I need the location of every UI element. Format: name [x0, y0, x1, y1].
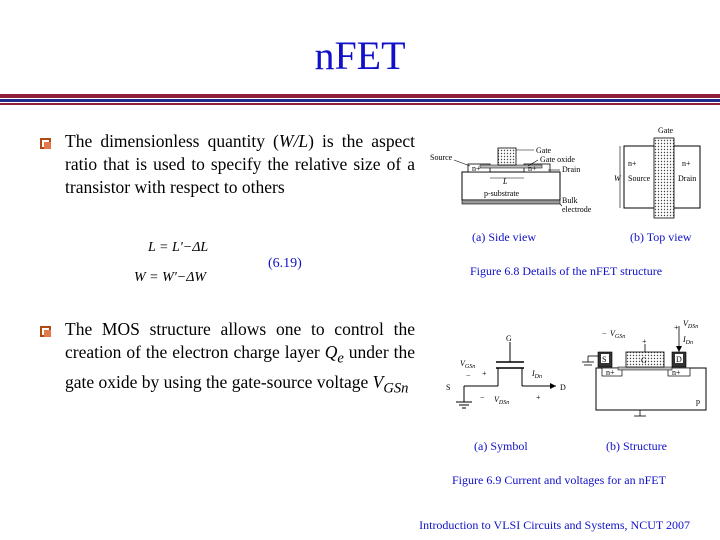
bullet-square-icon [40, 138, 51, 149]
label-symbol-s: S [446, 383, 450, 392]
label-structure-s: S [602, 355, 606, 364]
label-structure-vgs-minus: − [602, 329, 607, 338]
caption-top-view: (b) Top view [630, 230, 692, 244]
figure-6-8-caption: Figure 6.8 Details of the nFET structure [470, 264, 663, 278]
label-n-right: n+ [528, 164, 537, 173]
label-structure-n-left: n+ [606, 368, 615, 377]
label-symbol-vds-minus: − [480, 393, 485, 402]
label-structure-vds: VDSn [683, 319, 698, 330]
label-length: L [502, 177, 508, 186]
label-structure-vgs: VGSn [610, 329, 625, 340]
label-symbol-minus: − [466, 371, 471, 380]
label-structure-vgs-plus: + [642, 337, 647, 346]
header-rule-middle [0, 99, 720, 102]
label-bulk: Bulk [562, 196, 578, 205]
label-gate-top: Gate [658, 126, 674, 135]
nfet-side-view-diagram: Source Gate Gate oxide Drain n+ n+ L p-s… [430, 146, 592, 214]
equation-length: L = L'−ΔL [148, 240, 209, 255]
header-rule-bottom [0, 103, 720, 105]
label-structure-n-right: n+ [672, 368, 681, 377]
bullet-mos-structure: The MOS structure allows one to control … [40, 318, 415, 400]
label-symbol-plus: + [482, 369, 487, 378]
label-symbol-vds-plus: + [536, 393, 541, 402]
nfet-top-view-diagram: Gate n+ n+ Source Drain W [614, 126, 701, 219]
caption-structure: (b) Structure [606, 439, 667, 453]
label-electrode: electrode [562, 205, 592, 214]
label-n-left-top: n+ [628, 159, 637, 168]
label-source: Source [430, 153, 453, 162]
caption-symbol: (a) Symbol [474, 439, 528, 453]
label-symbol-d: D [560, 383, 566, 392]
label-substrate: p-substrate [484, 189, 520, 198]
nfet-structure-diagram: − VGSn + + VDSn IDn S G D n+ n+ p [582, 319, 707, 417]
bullet-square-icon [40, 326, 51, 337]
header-rule-top [0, 94, 720, 98]
label-structure-d: D [676, 355, 682, 364]
label-source-top: Source [628, 174, 651, 183]
label-gate: Gate [536, 146, 552, 155]
label-structure-p: p [696, 397, 700, 406]
label-width: W [614, 174, 622, 183]
label-symbol-vgs: VGSn [460, 359, 475, 370]
label-drain-top: Drain [678, 174, 696, 183]
label-n-left: n+ [472, 164, 481, 173]
label-symbol-vds: VDSn [494, 395, 509, 406]
label-n-right-top: n+ [682, 159, 691, 168]
label-structure-vds-plus: + [674, 323, 679, 332]
label-drain: Drain [562, 165, 580, 174]
label-structure-g: G [641, 356, 647, 365]
equation-number: (6.19) [268, 256, 302, 271]
label-structure-ids: IDn [682, 335, 693, 346]
caption-side-view: (a) Side view [472, 230, 536, 244]
label-symbol-ids: IDn [531, 369, 542, 380]
bullet-aspect-ratio: The dimensionless quantity (W/L) is the … [40, 130, 415, 199]
equation-width: W = W'−ΔW [134, 270, 207, 285]
bullet-text: The dimensionless quantity (W/L) is the … [65, 131, 415, 197]
label-gate-oxide: Gate oxide [540, 155, 575, 164]
figure-6-9-caption: Figure 6.9 Current and voltages for an n… [452, 473, 666, 487]
footer-text: Introduction to VLSI Circuits and System… [419, 518, 690, 532]
nfet-symbol-diagram: G S D VGSn + − IDn VDSn − + [446, 334, 566, 409]
slide-title: nFET [314, 33, 406, 78]
bullet-text: The MOS structure allows one to control … [65, 319, 415, 396]
label-symbol-g: G [506, 334, 512, 343]
